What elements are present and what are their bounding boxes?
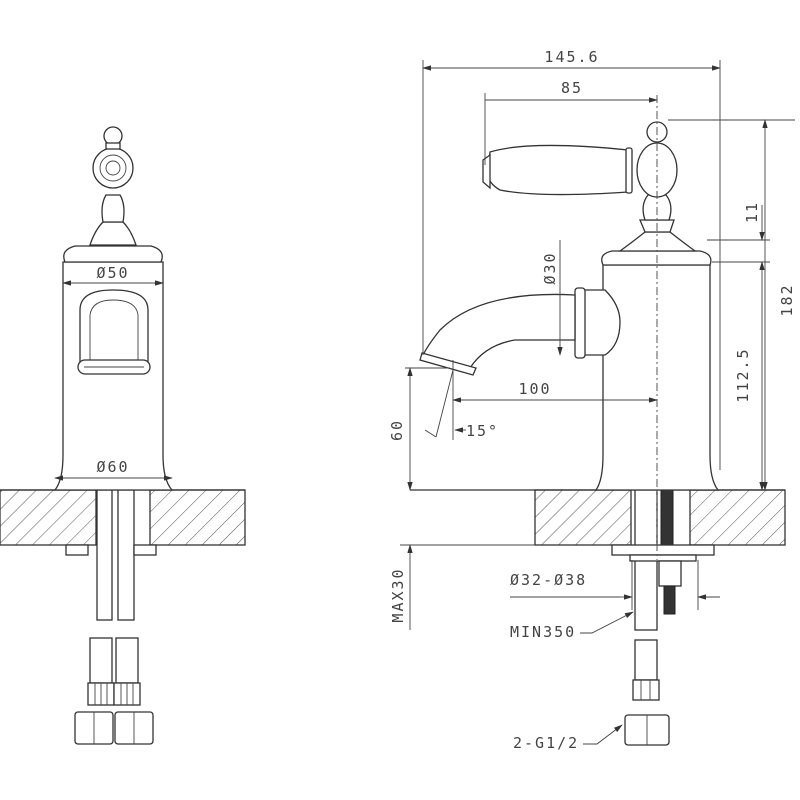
faucet-body-front xyxy=(53,126,174,491)
dim-connection: 2-G1/2 xyxy=(513,734,579,752)
faucet-body-side xyxy=(419,121,720,491)
side-view: 145.6 85 182 11 112.5 Ø30 100 xyxy=(388,48,796,752)
countertop-right xyxy=(400,489,786,546)
dim-hole-diameter: Ø32-Ø38 xyxy=(510,571,587,589)
front-dimensions: Ø50 Ø60 xyxy=(54,264,173,481)
dim-overall-width: 145.6 xyxy=(544,48,599,66)
dim-top-diameter: Ø50 xyxy=(96,264,129,282)
dim-max-counter-thickness: MAX30 xyxy=(389,567,407,622)
dim-base-diameter: Ø60 xyxy=(96,458,129,476)
dim-spout-diameter: Ø30 xyxy=(541,251,559,284)
dim-hose-length: MIN350 xyxy=(510,623,576,641)
countertop-left xyxy=(0,489,246,546)
dim-flange-height: 11 xyxy=(743,201,761,223)
dim-overall-height: 182 xyxy=(778,283,796,316)
dim-spout-reach: 100 xyxy=(518,380,551,398)
dim-spout-height: 112.5 xyxy=(734,347,752,402)
mounting-hardware xyxy=(611,489,715,746)
dim-outlet-height: 60 xyxy=(388,419,406,441)
side-dimensions: 145.6 85 182 11 112.5 Ø30 100 xyxy=(388,48,796,752)
dim-spout-angle: 15° xyxy=(466,422,499,440)
dim-handle-reach: 85 xyxy=(561,79,583,97)
front-view: Ø50 Ø60 xyxy=(0,126,246,745)
supply-pipes-front xyxy=(65,489,157,745)
